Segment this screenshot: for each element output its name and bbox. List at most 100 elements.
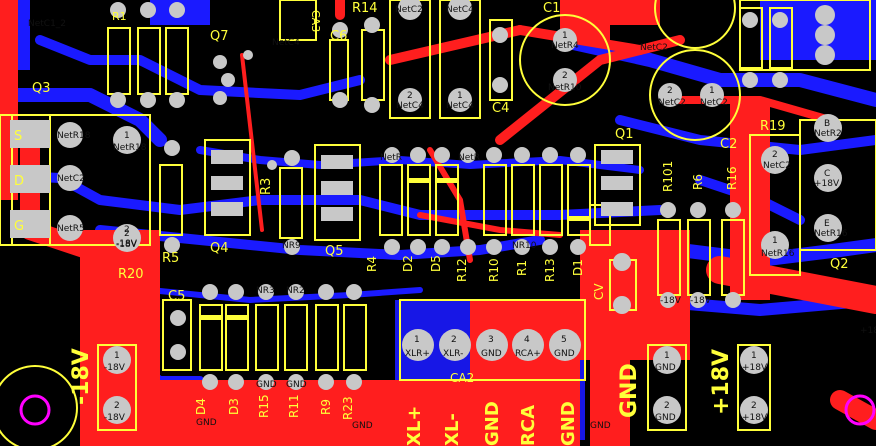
gnd-pad-2-num: 2 — [664, 401, 670, 411]
conn-label-xlplus: XL+ — [404, 406, 425, 446]
ca2-pad-1-net: XLR+ — [405, 349, 430, 359]
net-fragment: NetC2 — [640, 43, 668, 53]
r20-pad-2-num: 2 — [124, 225, 130, 235]
label-r16: R16 — [725, 166, 739, 190]
r19-pad-2-net: NetC2 — [763, 161, 791, 171]
q3-net-s: NetR18 — [57, 131, 91, 141]
net-fragment: NetR — [380, 153, 402, 163]
q3-net-g: NetR5 — [57, 224, 85, 234]
gnd-pad-1-num: 1 — [664, 351, 670, 361]
label-r3: R3 — [259, 178, 274, 195]
r18-pad-2-net: -18V — [116, 240, 138, 250]
label-d2: D2 — [401, 255, 415, 272]
power-connector-pads: 1 -18V 2 -18V 1 GND 2 GND 1 +18V 2 +18V — [103, 346, 768, 424]
r19-pad-1-net: NetR16 — [761, 249, 795, 259]
c4-pad-2-net: NetC4 — [396, 101, 424, 111]
left-pad-1-num: 1 — [114, 351, 120, 361]
label-c6: C6 — [330, 29, 347, 44]
q2-net-b: NetR2 — [814, 129, 842, 139]
ca2-pad-5-net: GND — [554, 349, 575, 359]
gnd-pad-2-net: GND — [655, 413, 676, 423]
net-fragments: NetC1_2 NetC4 NetC2 NetC4 NetR NetR NR9 … — [28, 5, 876, 431]
label-q5: Q5 — [325, 244, 344, 259]
r18-pad-2-num: 2 — [124, 229, 130, 239]
ca2-pad-2-num: 2 — [451, 335, 457, 345]
net-fragment: NetC4 — [446, 5, 474, 15]
power-label-gnd: GND — [617, 363, 642, 418]
label-cv: CV — [592, 283, 606, 300]
net-fragment: -18V — [690, 296, 712, 306]
ca2-pad-3-num: 3 — [488, 335, 494, 345]
conn-label-xlminus: XL- — [442, 413, 463, 446]
r20-pad-2-net: -18V — [116, 239, 138, 249]
through-hole-pads — [57, 0, 842, 390]
q3-pin-d: D — [14, 174, 24, 189]
net-fragment: NetR — [458, 153, 480, 163]
label-r13: R13 — [543, 258, 557, 282]
net-fragment: NetC1_2 — [28, 19, 66, 29]
connector-text-labels: XL+ XL- GND RCA GND — [404, 401, 579, 446]
label-r10: R10 — [487, 258, 501, 282]
c4-pad-2-num: 2 — [407, 91, 413, 101]
mounting-holes — [19, 394, 876, 426]
label-r19: R19 — [760, 119, 786, 134]
label-q4: Q4 — [210, 241, 229, 256]
net-fragment: +18 — [860, 326, 876, 336]
c1-pad-1-net: NetR4 — [551, 41, 579, 51]
q3-pins: S NetR18 D NetC2 G NetR5 — [14, 129, 91, 234]
q3-pin-s: S — [14, 129, 22, 144]
label-q2: Q2 — [830, 257, 849, 272]
left-pad-1-net: -18V — [104, 363, 126, 373]
q2-pin-c: C — [824, 169, 830, 179]
net-fragment: -18V — [660, 296, 682, 306]
left-pad-2-net: -18V — [104, 413, 126, 423]
ca2-pad-3-net: GND — [481, 349, 502, 359]
r18-pad-1-num: 1 — [124, 131, 130, 141]
label-q1: Q1 — [615, 127, 634, 142]
c2-pad-1-net: NetC2 — [700, 98, 728, 108]
label-d5: D5 — [429, 255, 443, 272]
label-r9: R9 — [319, 399, 333, 415]
label-c2: C2 — [720, 137, 737, 152]
diode-bands — [200, 178, 590, 320]
net-fragment: NetC2 — [395, 5, 423, 15]
label-r12: R12 — [455, 258, 469, 282]
gnd-pad-1-net: GND — [655, 363, 676, 373]
label-c5: C5 — [168, 289, 185, 304]
label-r5: R5 — [162, 251, 179, 266]
q2-net-c: +18V — [814, 179, 840, 189]
silkscreen-text: R1 Q7 R14 C6 C1 Q3 Q1 R19 C2 C4 R3 Q4 Q5… — [32, 1, 849, 420]
label-r101: R101 — [661, 161, 675, 192]
label-q7: Q7 — [210, 29, 229, 44]
left-pad-2-num: 2 — [114, 401, 120, 411]
q2-pins: B NetR2 C +18V E NetR16 — [814, 119, 848, 239]
c2-pad-2-num: 2 — [667, 86, 673, 96]
net-fragment: NR2 — [286, 286, 305, 296]
label-c4: C4 — [492, 101, 509, 116]
conn-label-gnd-2: GND — [558, 401, 579, 446]
q3-pin-g: G — [14, 219, 24, 234]
c2-pad-2-net: NetC2 — [658, 98, 686, 108]
q2-net-e: NetR16 — [814, 229, 848, 239]
label-ca2: CA2 — [450, 371, 474, 385]
right-pad-2-net: +18V — [742, 413, 768, 423]
label-r4: R4 — [365, 256, 379, 272]
power-label-plus18v: +18V — [709, 349, 734, 415]
c4-pad-1-num: 1 — [457, 91, 463, 101]
net-fragment: GND — [256, 380, 277, 390]
ca2-pad-1-num: 1 — [414, 335, 420, 345]
c1-pad-2-num: 2 — [562, 71, 568, 81]
net-fragment: NR9 — [282, 241, 301, 251]
label-r15: R15 — [257, 394, 271, 418]
label-r1-top: R1 — [112, 10, 127, 23]
r19-pad-2-num: 2 — [772, 150, 778, 160]
ca2-pad-4-net: RCA+ — [515, 349, 541, 359]
c2-pad-1-num: 1 — [709, 86, 715, 96]
ca2-pad-2-net: XLR- — [443, 349, 463, 359]
power-label-minus18v: -18V — [69, 348, 94, 405]
label-c1: C1 — [543, 1, 560, 16]
power-labels: -18V GND +18V — [69, 348, 734, 418]
r19-pad-1-num: 1 — [772, 236, 778, 246]
label-d3: D3 — [227, 398, 241, 415]
